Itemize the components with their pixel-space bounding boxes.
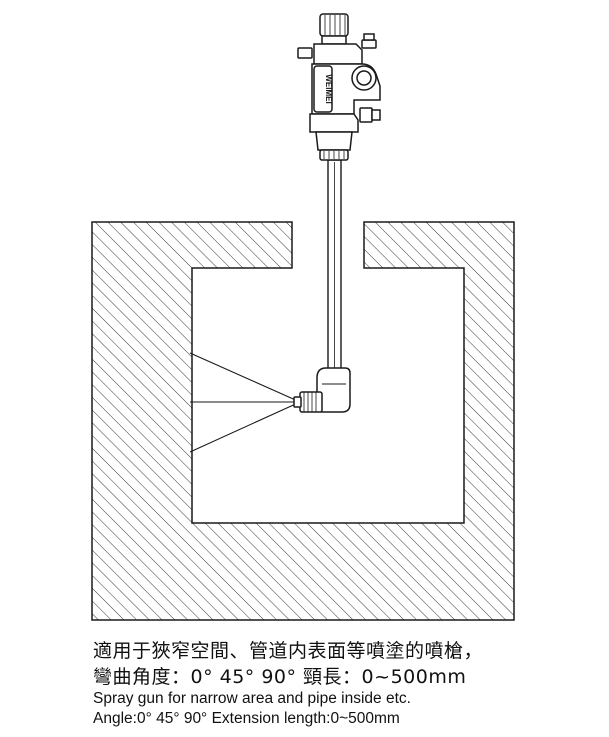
caption-zh-line2: 彎曲角度：0° 45° 90° 頸長：0~500mm xyxy=(93,666,467,688)
spray-fan xyxy=(189,352,301,453)
caption-zh-line1: 適用于狹窄空間、管道内表面等噴塗的噴槍， xyxy=(93,640,484,662)
hatched-wall-section xyxy=(91,221,515,621)
caption-en-line1: Spray gun for narrow area and pipe insid… xyxy=(93,690,411,707)
spray-gun-body xyxy=(297,13,381,161)
extension-tube xyxy=(327,159,342,371)
caption-en-line2: Angle:0° 45° 90° Extension length:0~500m… xyxy=(93,710,400,727)
spray-gun-diagram: WEIMEI xyxy=(91,13,515,621)
nozzle-elbow xyxy=(293,367,351,413)
brand-label: WEIMEI xyxy=(324,74,333,103)
